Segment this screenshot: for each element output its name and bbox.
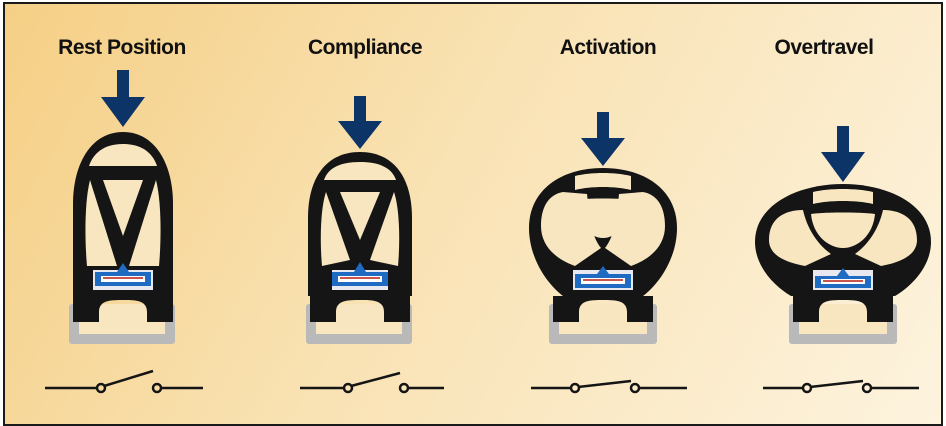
- switch-symbol-icon: [531, 379, 687, 394]
- contact-element: [815, 268, 871, 288]
- down-arrow-icon: [101, 70, 145, 127]
- stage-rest-position: Rest Position: [5, 4, 239, 424]
- contact-element: [332, 262, 388, 286]
- switch-symbol-icon: [45, 369, 203, 394]
- stage-illustration: [45, 70, 203, 394]
- switch-symbol-icon: [300, 371, 444, 394]
- stage-compliance: Compliance: [248, 4, 482, 424]
- stage-title: Overtravel: [774, 36, 874, 59]
- down-arrow-icon: [821, 126, 865, 182]
- down-arrow-icon: [581, 112, 625, 166]
- actuator-body: [529, 168, 677, 296]
- contact-element: [575, 266, 631, 288]
- mounting-base: [549, 296, 657, 344]
- contact-element: [95, 263, 151, 286]
- mounting-base: [306, 296, 412, 344]
- stage-illustration: [300, 96, 444, 394]
- down-arrow-icon: [338, 96, 382, 149]
- switch-symbol-icon: [763, 379, 919, 394]
- stage-illustration: [755, 126, 931, 394]
- stage-illustration: [529, 112, 687, 394]
- stage-title: Activation: [559, 36, 657, 59]
- diagram-frame: Rest Position: [3, 2, 943, 426]
- mounting-base: [69, 296, 175, 344]
- stage-activation: Activation: [491, 4, 725, 424]
- stage-overtravel: Overtravel: [707, 4, 941, 424]
- mounting-base: [789, 296, 897, 344]
- stage-title: Rest Position: [58, 36, 186, 59]
- stage-title: Compliance: [307, 36, 423, 59]
